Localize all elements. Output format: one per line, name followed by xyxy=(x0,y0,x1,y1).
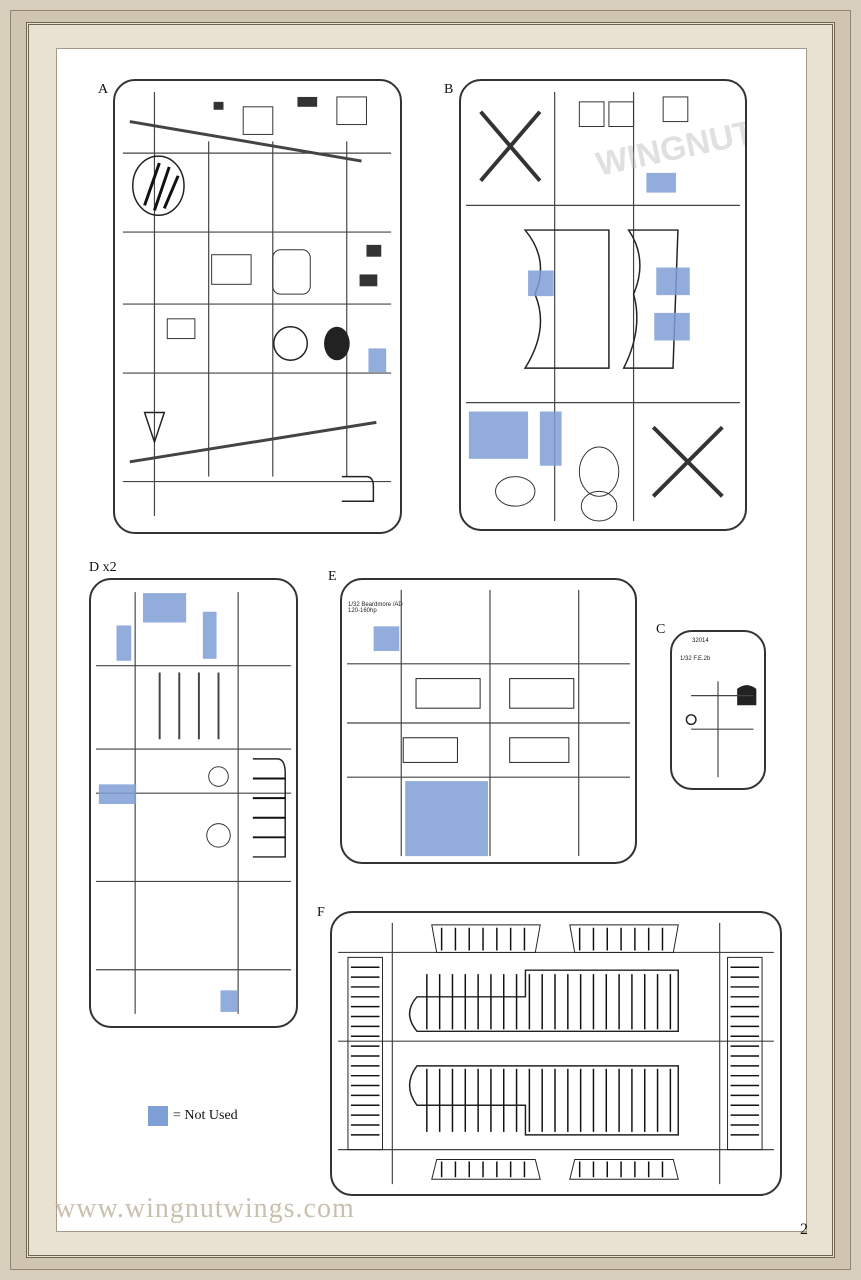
sprue-d-label: D x2 xyxy=(89,560,117,575)
sprue-f-drawing xyxy=(338,922,774,1185)
sprue-b-drawing: WINGNUT xyxy=(465,92,745,522)
sprue-c-name: 1/32 F.E.2b xyxy=(680,656,711,662)
sprue-b: WINGNUT xyxy=(459,79,747,531)
not-used-legend-swatch xyxy=(148,1106,168,1126)
sprue-c-label: C xyxy=(656,622,666,637)
sprue-e-drawing xyxy=(347,589,630,857)
sprue-c: 32014 1/32 F.E.2b xyxy=(670,630,766,790)
sprue-a xyxy=(113,79,402,534)
page-number: 2 xyxy=(800,1221,808,1238)
not-used-legend-text: = Not Used xyxy=(173,1108,238,1123)
sprue-c-code: 32014 xyxy=(692,638,709,644)
sprue-b-label: B xyxy=(444,82,454,97)
sprue-d xyxy=(89,578,298,1028)
sprue-e: 1/32 Beardmore /AD 120-160hp xyxy=(340,578,637,864)
sprue-f-label: F xyxy=(317,905,325,920)
sprue-e-tag: 1/32 Beardmore /AD 120-160hp xyxy=(348,602,403,614)
sprue-f xyxy=(330,911,782,1196)
sprue-a-label: A xyxy=(98,82,109,97)
sprue-c-drawing xyxy=(685,681,757,778)
sprue-a-drawing xyxy=(122,92,392,517)
sprue-e-label: E xyxy=(328,569,337,584)
sprue-d-drawing xyxy=(95,592,292,1014)
website-watermark: www.wingnutwings.com xyxy=(55,1193,355,1224)
